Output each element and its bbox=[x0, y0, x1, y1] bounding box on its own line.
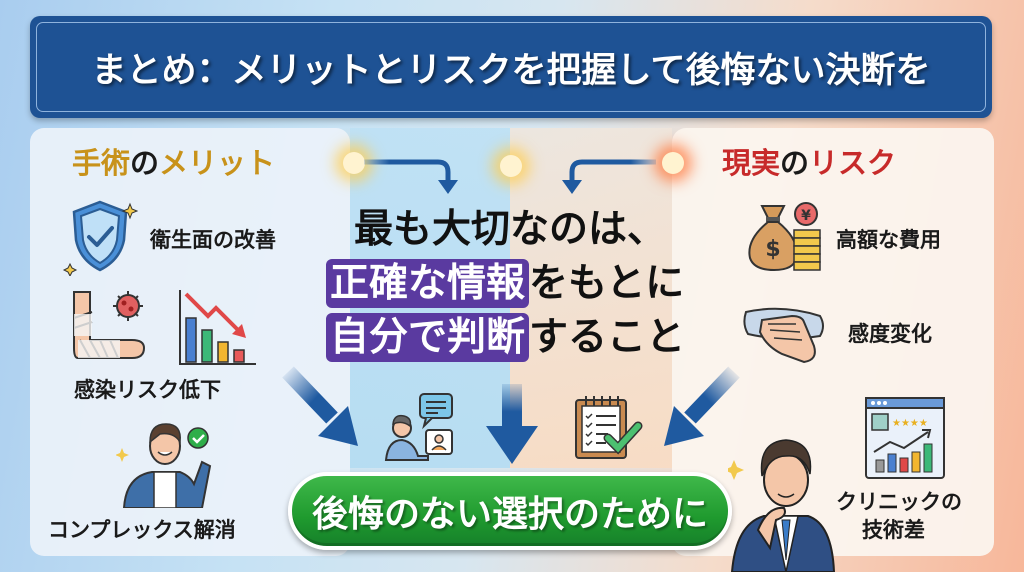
merit-item-complex: コンプレックス解消 bbox=[48, 518, 236, 542]
risk-item-cost: 高額な費用 bbox=[836, 228, 941, 252]
glow-dot-center bbox=[500, 155, 522, 177]
risks-heading: 現実のリスク bbox=[722, 146, 897, 180]
cta-label: 後悔のない選択のために bbox=[311, 494, 708, 535]
highlight-own-judgment: 自分で判断 bbox=[326, 313, 530, 362]
cta-regret-free-choice-button[interactable]: 後悔のない選択のために bbox=[288, 472, 732, 550]
message-line-3: 自分で判断すること bbox=[326, 313, 685, 362]
chart-down-icon bbox=[179, 290, 256, 365]
merit-item-hygiene: 衛生面の改善 bbox=[150, 228, 276, 252]
message-line-2: 正確な情報をもとに bbox=[326, 259, 684, 308]
risks-panel bbox=[672, 128, 994, 556]
hand-touch-cloth-icon bbox=[743, 307, 824, 364]
arrow-down-right-icon bbox=[282, 366, 358, 446]
glow-dot-left bbox=[343, 152, 365, 174]
glow-dot-right bbox=[662, 152, 684, 174]
risk-item-sensitivity: 感度変化 bbox=[848, 322, 932, 346]
merit-item-infection: 感染リスク低下 bbox=[74, 378, 221, 402]
consultation-chat-icon bbox=[384, 393, 453, 461]
arrow-down-left-icon bbox=[664, 366, 740, 446]
message-line-1: 最も大切なのは、 bbox=[354, 207, 667, 252]
risk-item-clinic-line1: クリニックの bbox=[836, 490, 962, 514]
highlight-accurate-info: 正確な情報 bbox=[326, 259, 530, 308]
svg-text:★★★★: ★★★★ bbox=[892, 418, 928, 429]
checklist-clipboard-icon bbox=[575, 396, 643, 459]
bandaged-arm-virus-icon bbox=[73, 291, 146, 359]
arrow-down-icon bbox=[486, 384, 538, 464]
clinic-rating-chart-icon: ★★★★ bbox=[865, 397, 945, 479]
merge-arrows-top bbox=[364, 159, 656, 194]
thinking-businessman-icon bbox=[728, 439, 836, 572]
svg-text:¥: ¥ bbox=[801, 208, 811, 224]
svg-text:$: $ bbox=[765, 237, 780, 262]
title-banner: まとめ：メリットとリスクを把握して後悔ない決断を bbox=[30, 16, 992, 118]
shield-check-icon bbox=[62, 200, 138, 276]
risk-item-clinic-line2: 技術差 bbox=[862, 518, 925, 542]
page-title: まとめ：メリットとリスクを把握して後悔ない決断を bbox=[91, 50, 931, 91]
happy-man-check-icon bbox=[116, 423, 212, 508]
money-bag-yen-coins-icon: $ ¥ bbox=[748, 202, 821, 272]
merits-heading: 手術のメリット bbox=[72, 146, 276, 180]
